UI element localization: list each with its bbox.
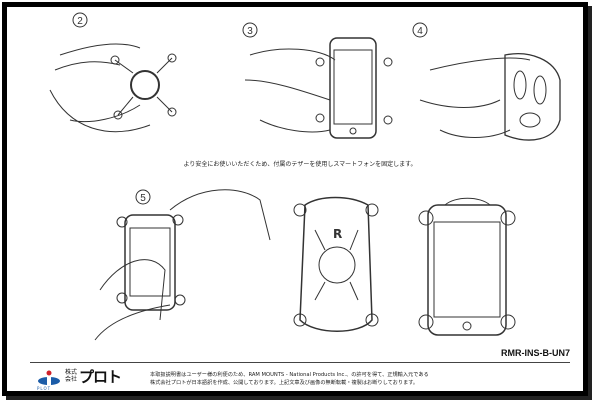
copyright-notice: 本取扱説明書はユーザー様の利便のため、RAM MOUNTS - National…	[150, 372, 429, 387]
page-frame	[2, 2, 588, 396]
step-2-illustration: 2	[49, 12, 177, 132]
document-code: RMR-INS-B-UN7	[501, 348, 570, 358]
plot-logo-mark	[38, 370, 60, 386]
company-type: 株式会社	[65, 369, 78, 383]
footer-divider	[30, 362, 570, 363]
svg-text:R: R	[333, 227, 342, 241]
step-number: 3	[247, 26, 253, 37]
step-3-illustration: 3	[242, 22, 393, 139]
notice-line-1: 本取扱説明書はユーザー様の利便のため、RAM MOUNTS - National…	[150, 372, 429, 378]
step-number: 5	[140, 193, 146, 204]
step-5-illustration: 5	[94, 189, 271, 341]
instruction-caption: より安全にお使いいただくため、付属のテザーを使用しスマートフォンを固定します。	[183, 161, 417, 168]
step-number: 2	[77, 16, 83, 27]
company-brand: プロト	[79, 368, 122, 386]
step-4-illustration: 4	[412, 22, 561, 141]
step-number: 4	[417, 26, 423, 37]
logo-mark-text: PLOT	[37, 386, 52, 391]
cradle-illustration: R	[293, 196, 379, 332]
mounted-phone-illustration	[418, 197, 516, 336]
notice-line-2: 株式会社プロトが日本語訳を作成、公開しております。上記文章及び画像の無断転載・複…	[150, 379, 419, 386]
